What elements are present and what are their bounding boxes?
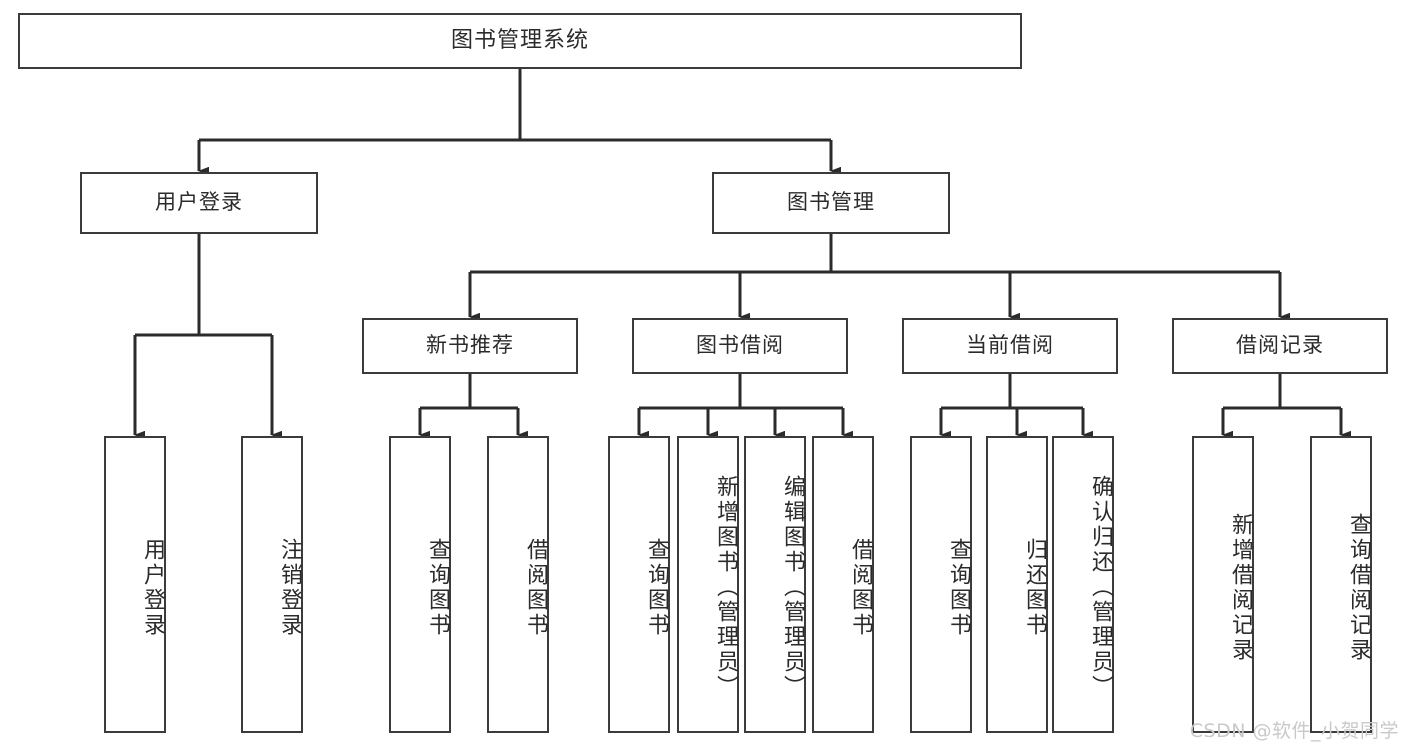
node-label: 注销登录 — [277, 537, 302, 638]
leaf-logout[interactable]: 注销登录 — [241, 436, 303, 733]
leaf-borrow-book-recommend[interactable]: 借阅图书 — [487, 436, 549, 733]
node-current-borrow[interactable]: 当前借阅 — [902, 318, 1118, 374]
node-book-manage[interactable]: 图书管理 — [712, 172, 950, 234]
node-label: 新书推荐 — [426, 333, 514, 358]
node-label: 图书管理系统 — [450, 27, 589, 53]
leaf-borrow-book[interactable]: 借阅图书 — [812, 436, 874, 733]
leaf-query-book-current[interactable]: 查询图书 — [910, 436, 972, 733]
node-label: 借阅图书 — [848, 537, 873, 638]
node-root-system[interactable]: 图书管理系统 — [18, 13, 1022, 69]
node-label: 查询图书 — [644, 537, 669, 638]
node-label: 新增借阅记录 — [1228, 512, 1253, 663]
leaf-return-book[interactable]: 归还图书 — [986, 436, 1048, 733]
node-label: 借阅图书 — [523, 537, 548, 638]
node-label: 查询借阅记录 — [1346, 512, 1371, 663]
node-label: 用户登录 — [140, 537, 165, 638]
node-label: 查询图书 — [425, 537, 450, 638]
leaf-edit-book-admin[interactable]: 编辑图书（管理员） — [744, 436, 806, 733]
node-label: 图书借阅 — [696, 333, 784, 358]
node-label: 图书管理 — [787, 190, 875, 215]
leaf-add-borrow-record[interactable]: 新增借阅记录 — [1192, 436, 1254, 733]
node-label: 当前借阅 — [966, 333, 1054, 358]
leaf-query-book-recommend[interactable]: 查询图书 — [389, 436, 451, 733]
node-borrow-record[interactable]: 借阅记录 — [1172, 318, 1388, 374]
leaf-add-book-admin[interactable]: 新增图书（管理员） — [677, 436, 739, 733]
leaf-user-login[interactable]: 用户登录 — [104, 436, 166, 733]
node-label: 借阅记录 — [1236, 333, 1324, 358]
node-label: 确认归还（管理员） — [1088, 475, 1113, 700]
leaf-confirm-return-admin[interactable]: 确认归还（管理员） — [1052, 436, 1114, 733]
node-label: 查询图书 — [946, 537, 971, 638]
node-label: 编辑图书（管理员） — [780, 475, 805, 700]
node-label: 新增图书（管理员） — [713, 475, 738, 700]
node-label: 用户登录 — [155, 190, 243, 215]
leaf-query-book[interactable]: 查询图书 — [608, 436, 670, 733]
node-user-login[interactable]: 用户登录 — [80, 172, 318, 234]
node-book-borrow[interactable]: 图书借阅 — [632, 318, 848, 374]
leaf-query-borrow-record[interactable]: 查询借阅记录 — [1310, 436, 1372, 733]
node-label: 归还图书 — [1022, 537, 1047, 638]
node-new-book-recommend[interactable]: 新书推荐 — [362, 318, 578, 374]
